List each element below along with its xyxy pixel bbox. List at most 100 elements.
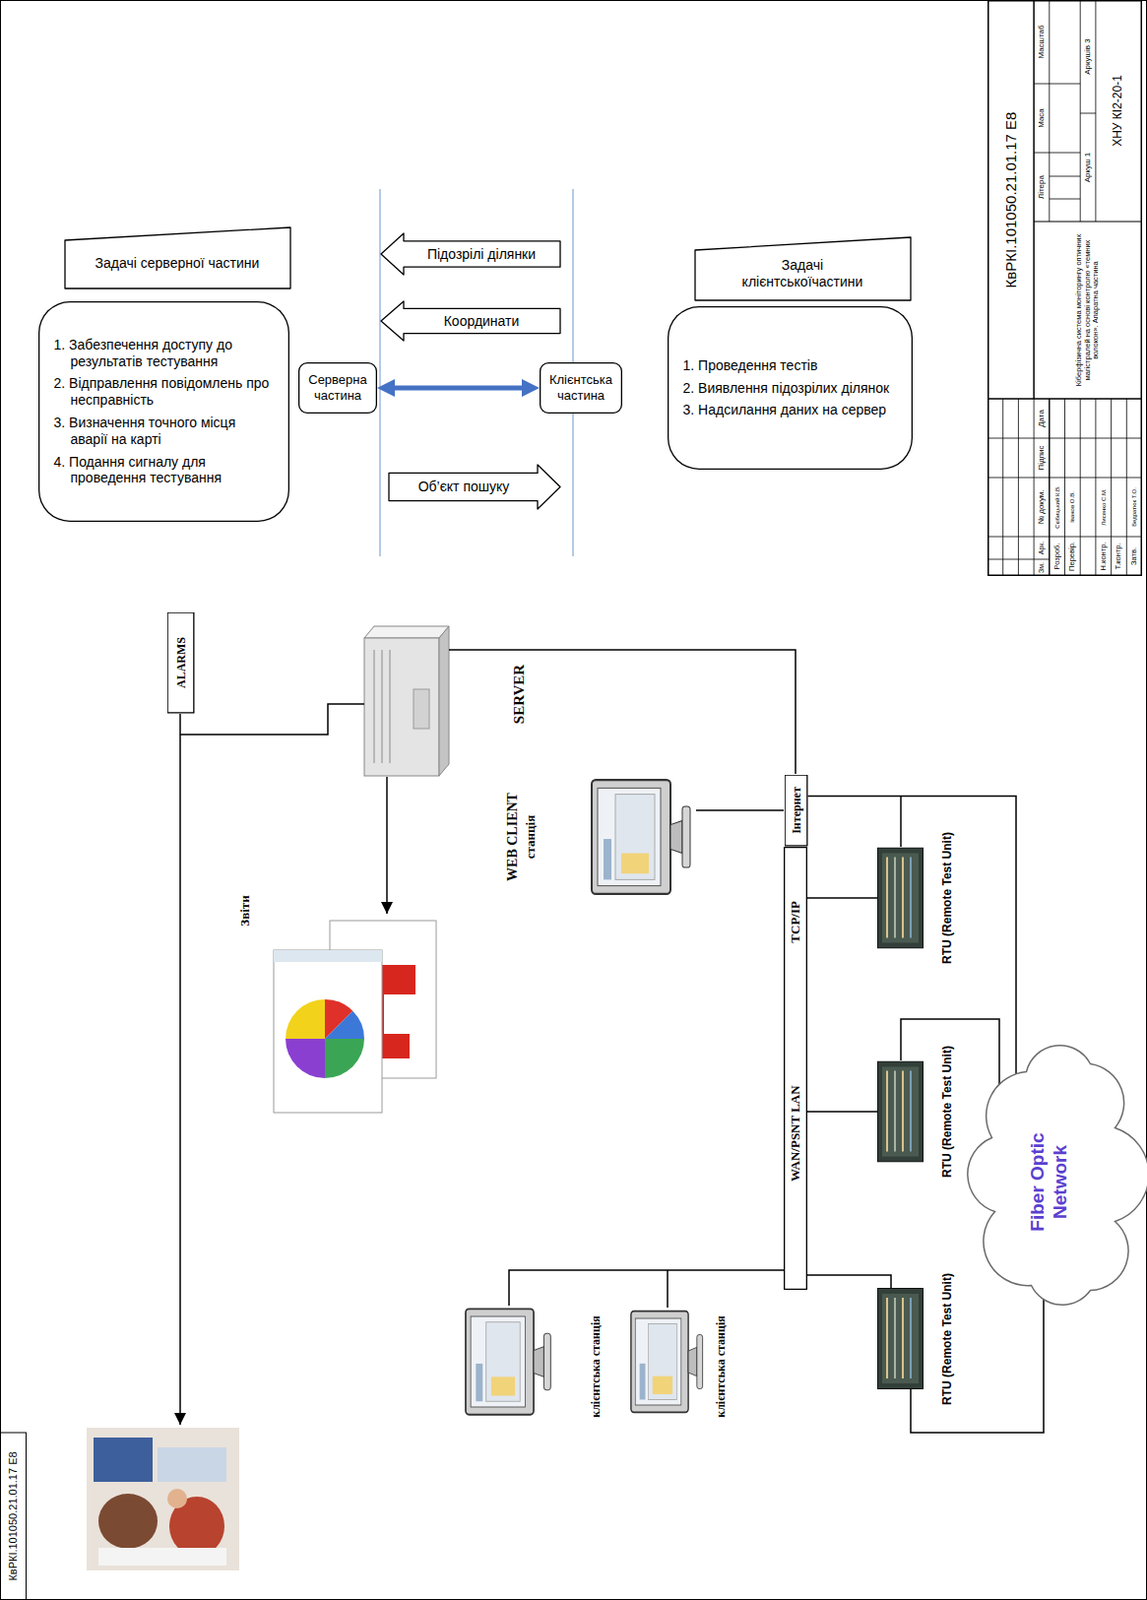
stamp-name: Скібицький К.В. [1053, 485, 1060, 528]
node-content: Об’єкт пошуку [387, 463, 562, 510]
list-item: 1. Забезпечення доступу до результатів т… [54, 336, 274, 371]
label-box: Бедратюк Т.О. [1130, 487, 1138, 527]
node-label: Fiber Optic Network [1025, 1112, 1072, 1251]
node-label: Клієнтська частина [544, 372, 618, 403]
device-label: станція [522, 815, 538, 859]
node-label: Задачі серверної частини [95, 254, 260, 272]
node-label: Задачі клієнтськоїчастини [723, 256, 883, 291]
label-box: Звіти [238, 894, 254, 926]
operator-photo [86, 1427, 240, 1571]
node-content: Координати [380, 300, 562, 342]
label-box: Маса [1036, 108, 1046, 128]
label-box: КвРКІ.101050.21.01.17 Е8 [6, 1451, 20, 1581]
stamp-cell: Дата [1036, 409, 1046, 428]
label-box: Н.контр. [1098, 541, 1108, 571]
label-box: клієнтська станція [589, 1315, 604, 1418]
label-box: RTU (Remote Test Unit) [941, 1273, 956, 1405]
label-box: КвРКІ.101050.21.01.17 Е8 [1001, 111, 1019, 288]
node-content: WAN/PSNT LANTCP/IP [783, 846, 808, 1290]
label-box: Розроб. [1052, 542, 1062, 570]
arrowL-polygon [381, 301, 561, 341]
label-box: Масштаб [1036, 24, 1046, 59]
rtu-rack [878, 847, 924, 1390]
stamp-cell: Аркуш 1 [1083, 151, 1092, 182]
label-box: RTU (Remote Test Unit) [941, 1045, 956, 1178]
label-box: Дата [1036, 409, 1046, 428]
stamp-cell: Т.контр. [1113, 542, 1123, 570]
label-box: Лисенко С.М. [1099, 488, 1107, 525]
list-item: 2. Виявлення підозрілих ділянок [683, 380, 897, 397]
wires [180, 649, 1044, 1433]
stamp-cell: Перевір. [1066, 541, 1076, 572]
alarm-box: ALARMS [166, 612, 194, 714]
label-box: SERVER [510, 664, 528, 724]
device-label: RTU (Remote Test Unit) [940, 1045, 955, 1178]
document-code: КвРКІ.101050.21.01.17 Е8 [1001, 111, 1019, 288]
network-cloud: Fiber Optic Network [967, 1033, 1131, 1330]
label-box: Кіберфізична система моніторингу оптични… [1075, 227, 1101, 393]
input-shape: Задачі клієнтськоїчастини [694, 236, 912, 302]
node-label: TCP/IP [787, 900, 804, 944]
device-label: клієнтська станція [588, 1315, 603, 1418]
node-label: Координати [444, 313, 520, 330]
stamp-name: Лисенко С.М. [1099, 488, 1106, 525]
node-label: Об’єкт пошуку [418, 478, 510, 496]
label-box: Затв. [1129, 546, 1139, 565]
task-list-box: 1. Забезпечення доступу до результатів т… [38, 301, 290, 522]
para-polygon [64, 227, 291, 289]
node-content: Клієнтська частина [539, 362, 623, 414]
label-box: Іванов О.В. [1068, 491, 1076, 523]
label-box: Т.контр. [1114, 542, 1124, 570]
stamp-cell: Арк. [1036, 540, 1044, 555]
node-content: Задачі клієнтськоїчастини [694, 236, 912, 302]
stamp-cell: Затв. [1128, 546, 1138, 565]
server-icon [364, 626, 449, 776]
stamp-cell: Н.контр. [1097, 541, 1107, 571]
process-box: Клієнтська частина [539, 362, 623, 414]
list-item: 3. Визначення точного місця аварії на ка… [54, 414, 274, 448]
stamp-title: Кіберфізична система моніторингу оптични… [1074, 233, 1100, 386]
stamp-cell: Масштаб [1036, 24, 1046, 59]
internet-box: Інтернет [783, 774, 808, 847]
node-label: Серверна частина [303, 372, 373, 403]
label-box: Перевір. [1067, 541, 1077, 572]
arrowR-polygon [388, 464, 561, 510]
list-item: 1. Проведення тестів [683, 357, 897, 375]
block-arrow: Об’єкт пошуку [387, 463, 562, 510]
node-content: Інтернет [783, 774, 808, 847]
stamp-cell: № докум. [1036, 489, 1046, 524]
node-content: Підозрілі ділянки [380, 232, 562, 276]
label-box: Підпис [1036, 445, 1046, 470]
node-content: Задачі серверної частини [63, 226, 292, 290]
label-box: станція [523, 815, 539, 859]
stamp-name: Іванов О.В. [1068, 491, 1075, 523]
node-content: Fiber Optic Network [967, 1033, 1131, 1330]
connector [385, 385, 531, 391]
list-item: 3. Надсилання даних на сервер [683, 401, 897, 419]
label-box: Зм. [1036, 562, 1045, 574]
stamp-name: Бедратюк Т.О. [1130, 487, 1137, 527]
list-item: 4. Подання сигналу для проведення тестув… [54, 453, 274, 488]
label-box: WEB CLIENT [505, 792, 521, 882]
stamp-cell: Маса [1036, 108, 1046, 128]
label-box: ХНУ КІ2-20-1 [1111, 74, 1126, 147]
label-box: Аркуш 1 [1083, 151, 1092, 182]
stamp-cell: Розроб. [1051, 542, 1061, 570]
block-arrow: Координати [380, 300, 562, 342]
title-block: КвРКІ.101050.21.01.17 Е8 Зм. Арк. № докум. П… [987, 0, 1143, 576]
label-box: Аркушів 3 [1083, 38, 1092, 75]
connector [807, 796, 1017, 1139]
device-label: WEB CLIENT [505, 792, 520, 882]
stamp-group: ХНУ КІ2-20-1 [1110, 74, 1125, 147]
device-label: клієнтська станція [713, 1315, 728, 1418]
para-polygon [695, 237, 911, 301]
cloud-outline [967, 1044, 1147, 1304]
label-box: клієнтська станція [714, 1315, 729, 1418]
device-label: RTU (Remote Test Unit) [940, 1273, 955, 1405]
report-icon [273, 920, 437, 1113]
device-label: RTU (Remote Test Unit) [940, 831, 955, 964]
node-label: Підозрілі ділянки [427, 246, 536, 263]
